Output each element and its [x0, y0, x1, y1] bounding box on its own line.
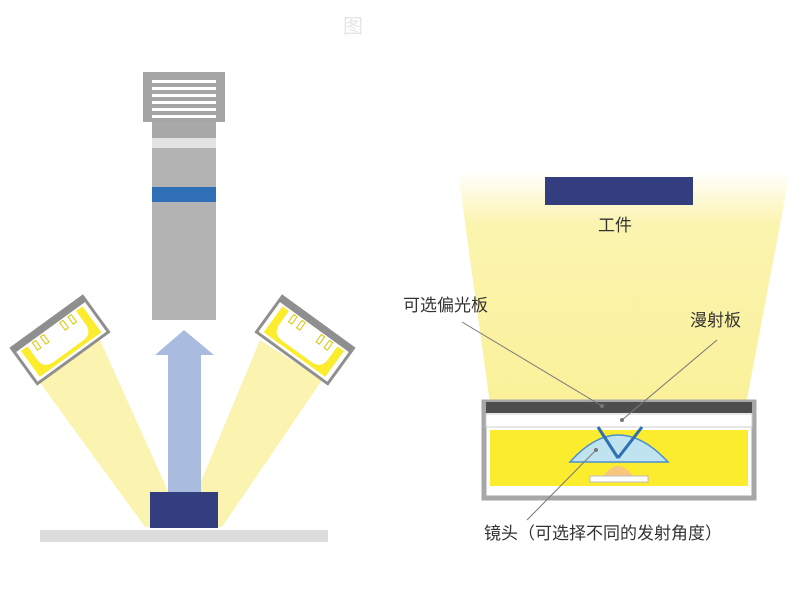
- left-illustration: [9, 72, 356, 542]
- polarizer-plate: [486, 402, 752, 413]
- camera: [143, 72, 225, 320]
- diffuser-label: 漫射板: [690, 311, 741, 331]
- camera-blue-ring: [152, 187, 216, 202]
- left-light-beam: [38, 340, 184, 527]
- camera-lens-body: [152, 148, 216, 320]
- output-light-beam: [458, 172, 790, 404]
- right-illustration: [458, 172, 790, 521]
- led-chip: [603, 466, 633, 476]
- right-light-beam: [182, 340, 322, 527]
- right-workpiece: [545, 177, 693, 205]
- reflected-light-arrow: [155, 330, 214, 492]
- base-plate: [40, 530, 328, 542]
- diffuser-leader-line: [621, 339, 718, 421]
- left-workpiece: [150, 492, 218, 528]
- lens-leader-line: [526, 449, 597, 521]
- lens-dome: [568, 434, 670, 463]
- led-base: [589, 475, 649, 483]
- right-ring-light: [254, 294, 356, 386]
- polarizer-label: 可选偏光板: [403, 296, 488, 316]
- watermark-text: 图: [343, 14, 363, 38]
- lens-label: 镜头（可选择不同的发射角度）: [484, 524, 722, 544]
- workpiece-label: 工件: [598, 216, 632, 236]
- polarizer-leader-line: [461, 321, 603, 407]
- left-ring-light: [9, 294, 111, 386]
- diffuser-plate: [485, 413, 753, 428]
